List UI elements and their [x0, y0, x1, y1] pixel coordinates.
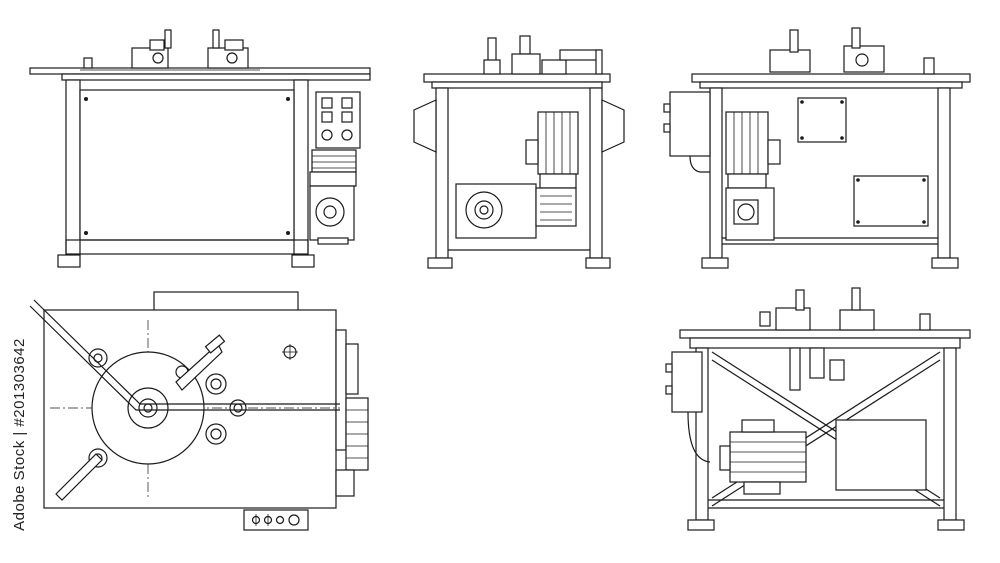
rear-electrical-box	[669, 91, 711, 157]
top-bending-arm	[175, 343, 223, 391]
front-bending-head-right	[207, 29, 249, 69]
top-view	[29, 291, 369, 531]
bottom-leg-right	[943, 347, 957, 521]
rear-table-top	[691, 73, 971, 83]
side-leg-right	[589, 87, 603, 259]
stock-id-watermark: Adobe Stock | #201303642	[4, 310, 34, 558]
side-leg-left	[435, 87, 449, 259]
side-guard-left	[413, 99, 437, 153]
top-lower-arm	[55, 453, 103, 501]
front-bending-head-left	[131, 29, 172, 69]
side-table-top	[423, 73, 611, 83]
rear-leg-right	[937, 87, 951, 259]
front-table-top	[29, 67, 371, 75]
bottom-electrical-box	[671, 351, 703, 413]
rear-plate-upper	[797, 97, 847, 143]
side-motor	[537, 111, 579, 175]
side-view	[413, 35, 625, 269]
front-leg-left	[65, 79, 81, 256]
front-panel	[79, 89, 295, 241]
front-motor	[311, 149, 357, 173]
bottom-rear-view	[665, 287, 971, 531]
bottom-motor	[729, 431, 807, 483]
rear-leg-left	[709, 87, 723, 259]
bottom-table-top	[679, 329, 971, 339]
stock-id-text: Adobe Stock | #201303642	[10, 337, 28, 531]
front-leg-right	[293, 79, 309, 256]
front-view	[29, 29, 371, 268]
rear-motor	[725, 111, 769, 175]
rear-plate-lower	[853, 175, 929, 227]
side-guard-right	[601, 99, 625, 153]
rear-view	[663, 27, 971, 269]
bottom-plate	[835, 419, 927, 491]
